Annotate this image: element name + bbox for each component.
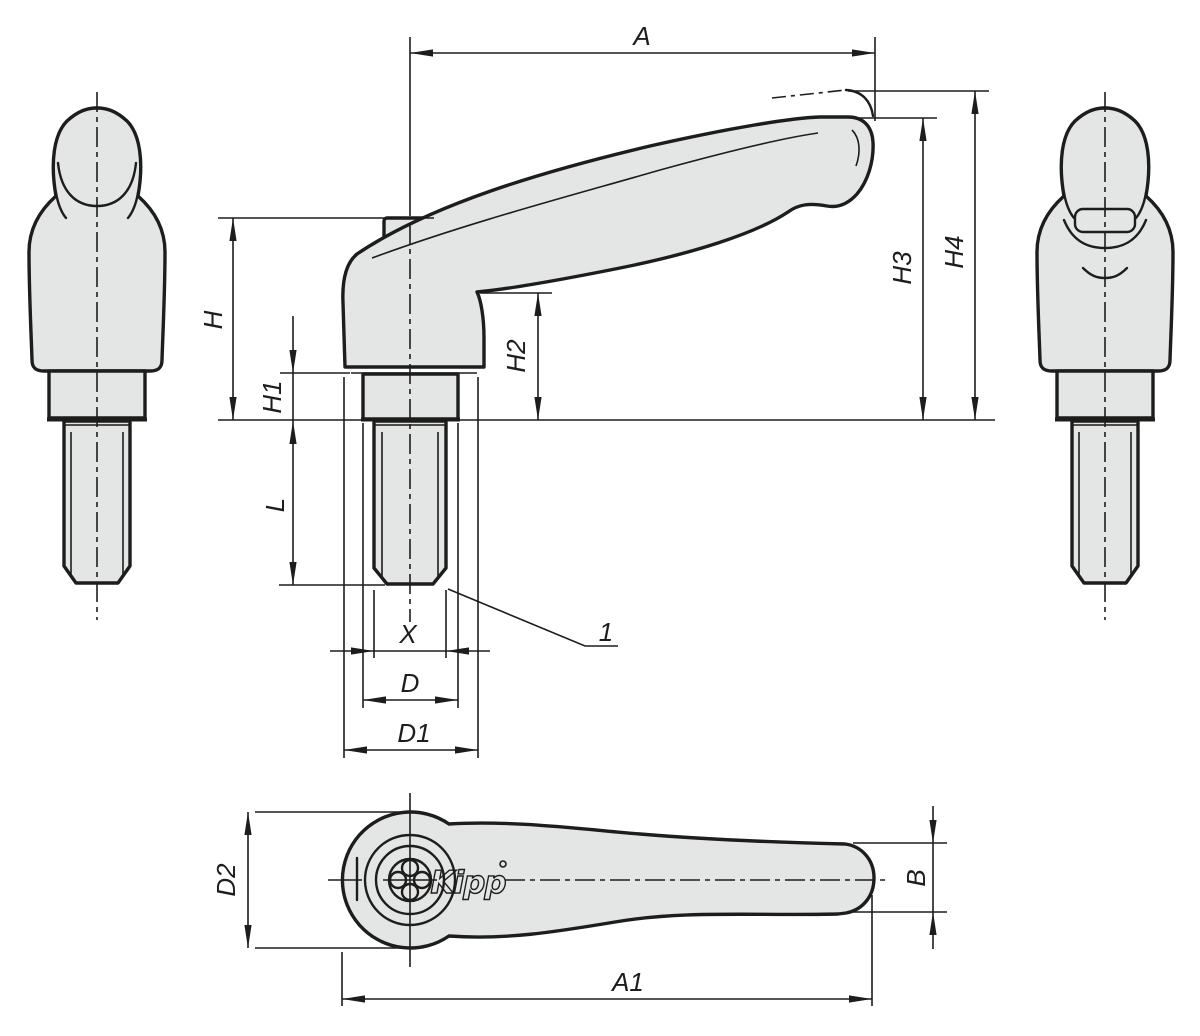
dim-d: D xyxy=(362,423,459,708)
dim-h4: H4 xyxy=(848,90,989,420)
rear-end-view xyxy=(1035,92,1175,620)
dim-h1-arrow-top xyxy=(289,350,297,373)
dim-h3-arrow-bottom xyxy=(919,397,927,420)
dim-h4-arrow-top xyxy=(971,91,979,114)
dim-d2-arrow-top xyxy=(244,812,252,835)
grip-side-curl-rear-right xyxy=(1134,191,1148,220)
logo-registered-mark xyxy=(499,860,507,868)
lever-body-bottom xyxy=(340,810,876,950)
lever-body-main xyxy=(341,115,875,369)
dim-h3-arrow-top xyxy=(919,118,927,141)
grip-side-curl-left xyxy=(54,191,68,220)
dim-d-arrow-right xyxy=(435,696,458,704)
dim-a-arrow-right xyxy=(852,49,875,57)
grip-side-curl-rear-left xyxy=(1062,191,1076,220)
dim-h-arrow-bottom xyxy=(229,397,237,420)
dim-h2: H2 xyxy=(480,292,552,420)
dim-h4-arrow-bottom xyxy=(971,397,979,420)
dim-a-label: A xyxy=(631,21,650,51)
dim-h4-label: H4 xyxy=(939,235,969,268)
kipp-logo: Kipp xyxy=(430,865,505,901)
dim-h1-label: H1 xyxy=(257,380,287,413)
dim-l-arrow-bottom xyxy=(289,562,297,585)
dim-b-arrow-top xyxy=(929,820,937,843)
dim-d1: D1 xyxy=(343,377,479,758)
alt-position-outline xyxy=(844,88,875,118)
dim-b-label: B xyxy=(901,869,931,886)
dim-a1-label: A1 xyxy=(610,967,644,997)
dim-h2-label: H2 xyxy=(501,339,531,373)
dim-h-label: H xyxy=(198,310,228,329)
dim-d1-label: D1 xyxy=(397,718,430,748)
arm-top-highlight-line xyxy=(371,132,819,259)
dim-h2-arrow-top xyxy=(534,293,542,316)
bottom-view: Kipp xyxy=(328,793,890,967)
dim-d1-arrow-left xyxy=(344,746,367,754)
dim-d1-arrow-right xyxy=(455,746,478,754)
tip-inner-contour xyxy=(851,129,860,167)
dim-l-label: L xyxy=(260,498,290,512)
alt-position-centerline xyxy=(771,89,847,99)
dim-d2: D2 xyxy=(211,811,412,949)
front-end-view xyxy=(27,92,167,620)
dim-d2-label: D2 xyxy=(211,863,241,897)
dim-b: B xyxy=(853,806,947,949)
dim-l: L xyxy=(260,421,385,586)
dim-h3-label: H3 xyxy=(887,251,917,285)
dim-h: H xyxy=(198,217,434,420)
main-side-view xyxy=(341,88,875,622)
dim-h1: H1 xyxy=(257,316,350,421)
grip-side-curl-right xyxy=(126,191,140,220)
callout-1-label: 1 xyxy=(599,617,613,647)
dim-a1-arrow-left xyxy=(342,995,365,1003)
dim-b-arrow-bottom xyxy=(929,912,937,935)
dim-d2-arrow-bottom xyxy=(244,925,252,948)
dim-a1-arrow-right xyxy=(849,995,872,1003)
callout-1: 1 xyxy=(447,588,618,647)
dim-h2-arrow-bottom xyxy=(534,397,542,420)
dim-a: A xyxy=(409,21,876,216)
dim-a-arrow-left xyxy=(410,49,433,57)
threaded-stud-main xyxy=(372,419,448,586)
dim-d-label: D xyxy=(401,668,420,698)
dim-h-arrow-top xyxy=(229,218,237,241)
callout-1-leader xyxy=(447,588,618,647)
dim-d-arrow-left xyxy=(363,696,386,704)
dim-x-label: X xyxy=(398,619,418,649)
dim-l-arrow-top xyxy=(289,421,297,444)
dim-h3: H3 xyxy=(858,117,937,420)
dim-a1: A1 xyxy=(341,895,873,1006)
